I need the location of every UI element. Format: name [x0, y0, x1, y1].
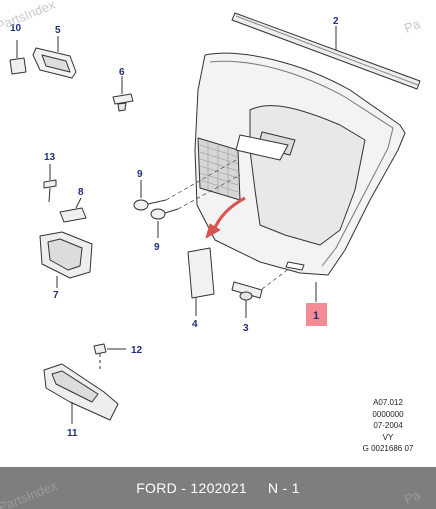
footer-bar: PartsIndex Pa FORD - 1202021 N - 1 — [0, 467, 436, 509]
part-9-screw-a[interactable] — [133, 180, 167, 211]
parts-diagram: 10 5 6 13 8 7 9 9 4 3 1 2 12 11 — [9, 12, 421, 439]
part-4-cover[interactable] — [187, 247, 215, 316]
callout-6: 6 — [119, 67, 125, 78]
part-11-bracket[interactable] — [43, 363, 119, 424]
part-9-screw-b[interactable] — [150, 208, 179, 238]
reference-line-1: A07.012 — [373, 398, 403, 407]
callout-2: 2 — [333, 16, 339, 27]
part-8-clip[interactable] — [59, 197, 87, 223]
callout-10: 10 — [10, 23, 22, 34]
part-3-handle[interactable] — [231, 281, 263, 318]
callout-9-upper: 9 — [137, 169, 143, 180]
part-13-screw[interactable] — [43, 164, 57, 203]
callout-5: 5 — [55, 25, 61, 36]
callout-7: 7 — [53, 290, 59, 301]
callout-11: 11 — [67, 428, 78, 439]
reference-line-3: 07-2004 — [373, 421, 403, 430]
reference-line-4: VY — [382, 432, 394, 442]
callout-8: 8 — [78, 187, 84, 198]
callout-4: 4 — [192, 319, 198, 330]
removal-arrow-head — [205, 223, 221, 239]
removal-arrow — [212, 196, 246, 231]
reference-line-2: 0000000 — [372, 409, 404, 419]
part-6-push-clip[interactable] — [112, 76, 134, 112]
callout-3: 3 — [243, 323, 249, 334]
callout-12: 12 — [131, 345, 143, 356]
part-number-label: FORD - 1202021 N - 1 — [136, 480, 300, 496]
part-7-switch-housing[interactable] — [39, 231, 93, 288]
part-10-clip[interactable] — [9, 40, 27, 75]
reference-line-5: G 0021686 07 — [362, 444, 414, 453]
part-12-nut[interactable] — [93, 343, 126, 372]
part-1-door-panel[interactable] — [194, 52, 406, 276]
part-5-handle-bezel[interactable] — [32, 36, 77, 79]
callout-1: 1 — [313, 310, 319, 322]
callout-13: 13 — [44, 152, 56, 163]
callout-9-lower: 9 — [154, 242, 160, 253]
drawing-reference: A07.012 0000000 07-2004 VY G 0021686 07 — [348, 397, 428, 455]
part-1-highlight — [306, 303, 327, 326]
part-2-moulding[interactable] — [231, 12, 421, 90]
